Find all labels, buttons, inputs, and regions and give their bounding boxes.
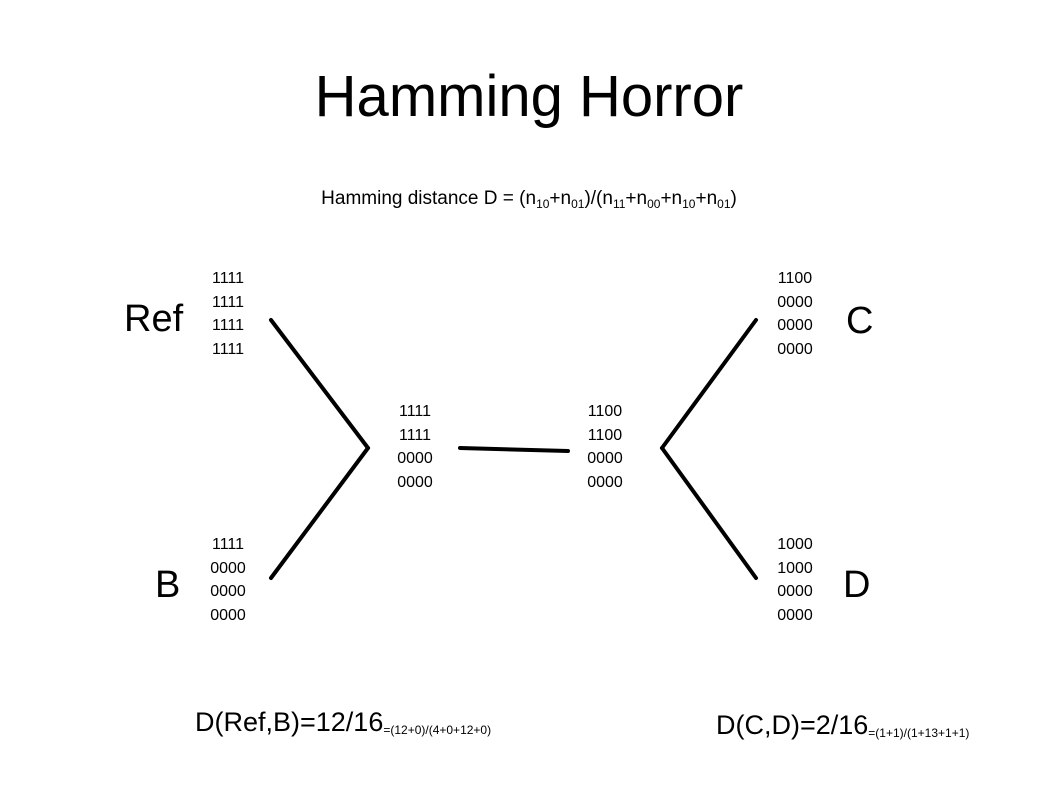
edge-internal-internal <box>458 446 570 453</box>
distance-main: D(Ref,B)=12/16 <box>195 707 384 737</box>
formula-text: ) <box>730 188 737 209</box>
bit-matrix-left-internal: 1111 1111 0000 0000 <box>375 400 455 494</box>
hamming-formula: Hamming distance D = (n10+n01)/(n11+n00+… <box>0 186 1058 212</box>
distance-sub: =(12+0)/(4+0+12+0) <box>383 723 492 737</box>
formula-subscript: 10 <box>682 197 696 211</box>
bit-row: 1100 <box>587 426 623 444</box>
bit-row: 1100 <box>587 403 623 420</box>
formula-text: +n <box>695 188 718 209</box>
formula-text: Hamming distance D = (n <box>321 188 537 209</box>
bit-row: 1111 <box>211 340 245 358</box>
bit-row: 0000 <box>777 293 813 311</box>
bit-row: 1000 <box>777 559 813 577</box>
bit-row: 0000 <box>210 606 246 624</box>
bit-row: 1100 <box>777 270 813 287</box>
formula-subscript: 11 <box>612 197 626 211</box>
edge-b-left-internal <box>269 446 370 580</box>
bit-row: 0000 <box>777 583 813 600</box>
bit-row: 0000 <box>587 473 623 491</box>
formula-text: +n <box>660 188 683 209</box>
bit-row: 1111 <box>211 317 245 334</box>
formula-text: +n <box>549 188 572 209</box>
bit-row: 0000 <box>210 583 246 600</box>
bit-matrix-c: 1100 0000 0000 0000 <box>755 267 835 361</box>
node-label-b: B <box>155 564 181 606</box>
distance-ref-b: D(Ref,B)=12/16=(12+0)/(4+0+12+0) <box>195 705 491 739</box>
bit-row: 0000 <box>397 473 433 491</box>
bit-row: 0000 <box>210 559 246 577</box>
bit-row: 1111 <box>211 536 245 553</box>
bit-row: 0000 <box>777 317 813 334</box>
distance-sub: =(1+1)/(1+13+1+1) <box>868 726 970 740</box>
formula-subscript: 00 <box>647 197 661 211</box>
node-label-c: C <box>846 300 874 342</box>
edge-ref-left-internal <box>269 318 370 450</box>
bit-row: 0000 <box>777 340 813 358</box>
distance-main: D(C,D)=2/16 <box>716 710 869 740</box>
page-title: Hamming Horror <box>314 64 744 129</box>
bit-row: 0000 <box>397 450 433 467</box>
node-label-d: D <box>843 564 871 606</box>
formula-text: )/(n <box>584 188 613 209</box>
edge-d-right-internal <box>660 446 758 580</box>
bit-row: 1000 <box>777 536 813 553</box>
bit-matrix-b: 1111 0000 0000 0000 <box>188 533 268 627</box>
formula-subscript: 10 <box>536 197 550 211</box>
bit-row: 0000 <box>777 606 813 624</box>
bit-row: 1111 <box>398 426 432 444</box>
node-label-ref: Ref <box>124 298 184 340</box>
bit-row: 1111 <box>211 293 245 311</box>
formula-subscript: 01 <box>717 197 731 211</box>
bit-matrix-ref: 1111 1111 1111 1111 <box>188 267 268 361</box>
bit-row: 0000 <box>587 450 623 467</box>
bit-matrix-d: 1000 1000 0000 0000 <box>755 533 835 627</box>
bit-matrix-right-internal: 1100 1100 0000 0000 <box>565 400 645 494</box>
distance-c-d: D(C,D)=2/16=(1+1)/(1+13+1+1) <box>716 708 969 742</box>
edge-c-right-internal <box>660 318 758 450</box>
bit-row: 1111 <box>398 403 432 420</box>
formula-subscript: 01 <box>571 197 585 211</box>
bit-row: 1111 <box>211 270 245 287</box>
formula-text: +n <box>625 188 648 209</box>
